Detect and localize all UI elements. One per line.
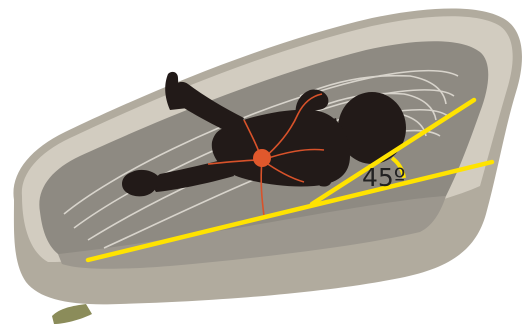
angle-label: 45º [362, 163, 406, 192]
seat-handle [52, 304, 92, 324]
center-of-gravity-marker [253, 149, 271, 167]
